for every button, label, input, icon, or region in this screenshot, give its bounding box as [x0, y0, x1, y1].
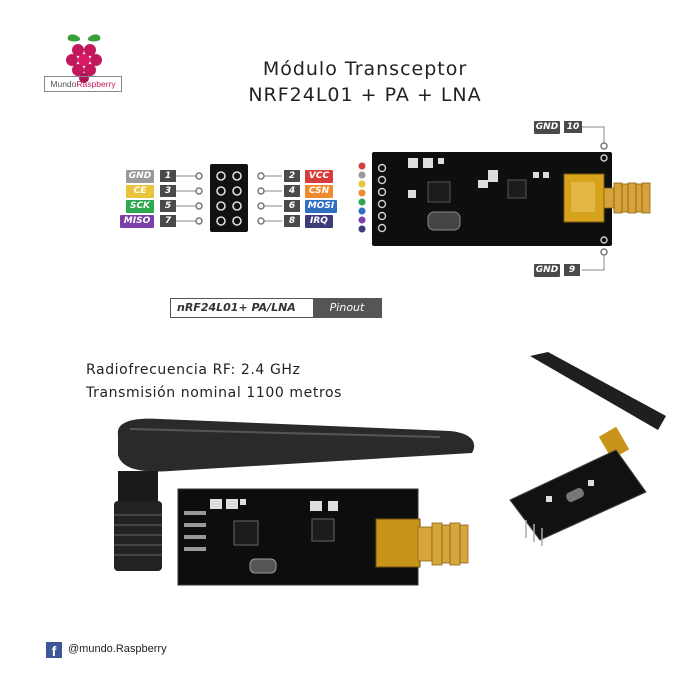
module-top-view: [372, 152, 651, 246]
header-pins-icon: [216, 171, 242, 226]
spec-frequency: Radiofrecuencia RF: 2.4 GHz: [86, 362, 301, 378]
pinout-banner-tag: Pinout: [313, 299, 381, 317]
pin-color-index: [358, 162, 366, 233]
pinout-banner: nRF24L01+ PA/LNA Pinout: [170, 298, 382, 318]
gnd-connectors: [582, 126, 608, 271]
pinout-banner-name: nRF24L01+ PA/LNA: [177, 301, 296, 314]
pin-label-irq: IRQ: [305, 215, 333, 228]
brand-name: MundoRaspberry: [44, 76, 122, 92]
pin-label-gnd-1: GND: [126, 170, 154, 183]
social-handle: @mundo.Raspberry: [68, 643, 167, 655]
pin-num-1: 1: [160, 170, 176, 182]
module-angled-photo: [509, 352, 666, 546]
pin-num-6: 6: [284, 200, 300, 212]
pin-label-gnd-10: GND: [534, 121, 560, 134]
pin-num-9: 9: [564, 264, 580, 276]
pin-num-5: 5: [160, 200, 176, 212]
pin-num-4: 4: [284, 185, 300, 197]
module-with-antenna-photo: [114, 418, 475, 586]
pin-label-vcc: VCC: [305, 170, 333, 183]
pin-label-mosi: MOSI: [305, 200, 337, 213]
facebook-icon: f: [46, 642, 62, 659]
pin-label-ce: CE: [126, 185, 154, 198]
brand-logo: MundoRaspberry: [44, 28, 124, 96]
pin-num-2: 2: [284, 170, 300, 182]
pin-label-gnd-9: GND: [534, 264, 560, 277]
spec-range: Transmisión nominal 1100 metros: [86, 385, 343, 401]
pin-header: [210, 164, 248, 232]
pin-num-7: 7: [160, 215, 176, 227]
page-title-line1: Módulo Transceptor: [262, 58, 468, 80]
pin-num-3: 3: [160, 185, 176, 197]
pin-label-csn: CSN: [305, 185, 333, 198]
pin-num-10: 10: [564, 121, 582, 133]
pin-label-miso: MISO: [120, 215, 154, 228]
pin-num-8: 8: [284, 215, 300, 227]
pin-connectors: [176, 172, 282, 225]
raspberry-icon: [66, 34, 102, 83]
pin-label-sck: SCK: [126, 200, 154, 213]
page-title-line2: NRF24L01 + PA + LNA: [248, 84, 482, 106]
